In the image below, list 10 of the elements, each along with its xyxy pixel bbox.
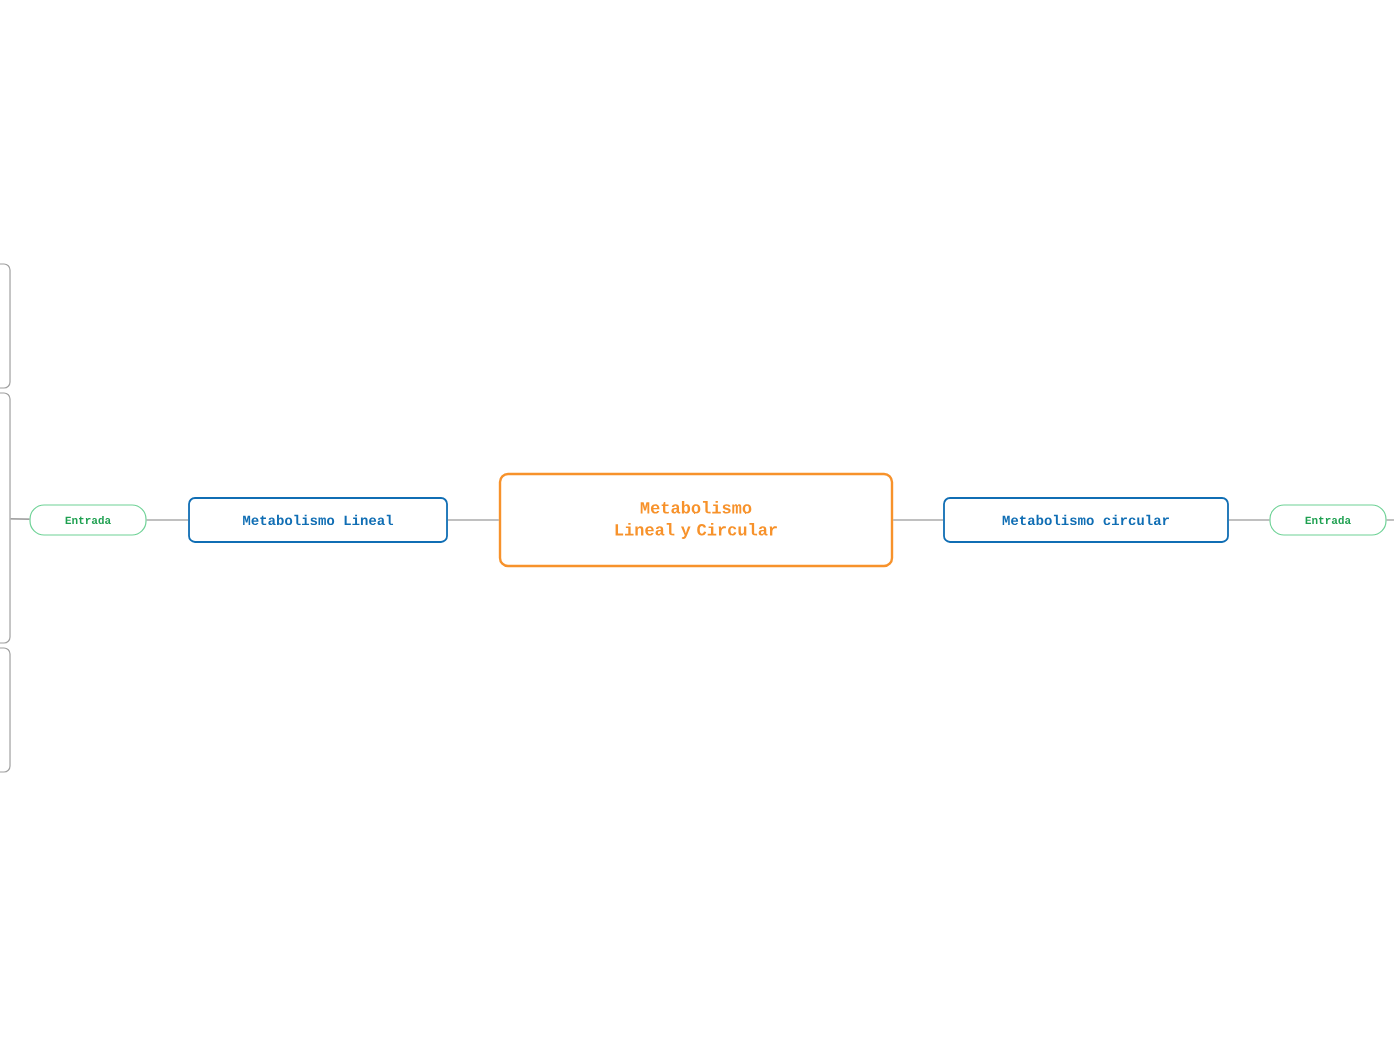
subtopic-box [0,263,11,389]
subtopic-box [0,647,11,773]
connector-line [892,519,944,521]
connector-line [1228,519,1270,521]
connector-line [10,518,31,520]
subtopic-box [0,392,11,644]
connector-line [146,519,189,521]
central-topic-box: Metabolismo Lineal y Circular [498,472,894,568]
connector-line [1386,519,1394,521]
connector-line [447,519,500,521]
